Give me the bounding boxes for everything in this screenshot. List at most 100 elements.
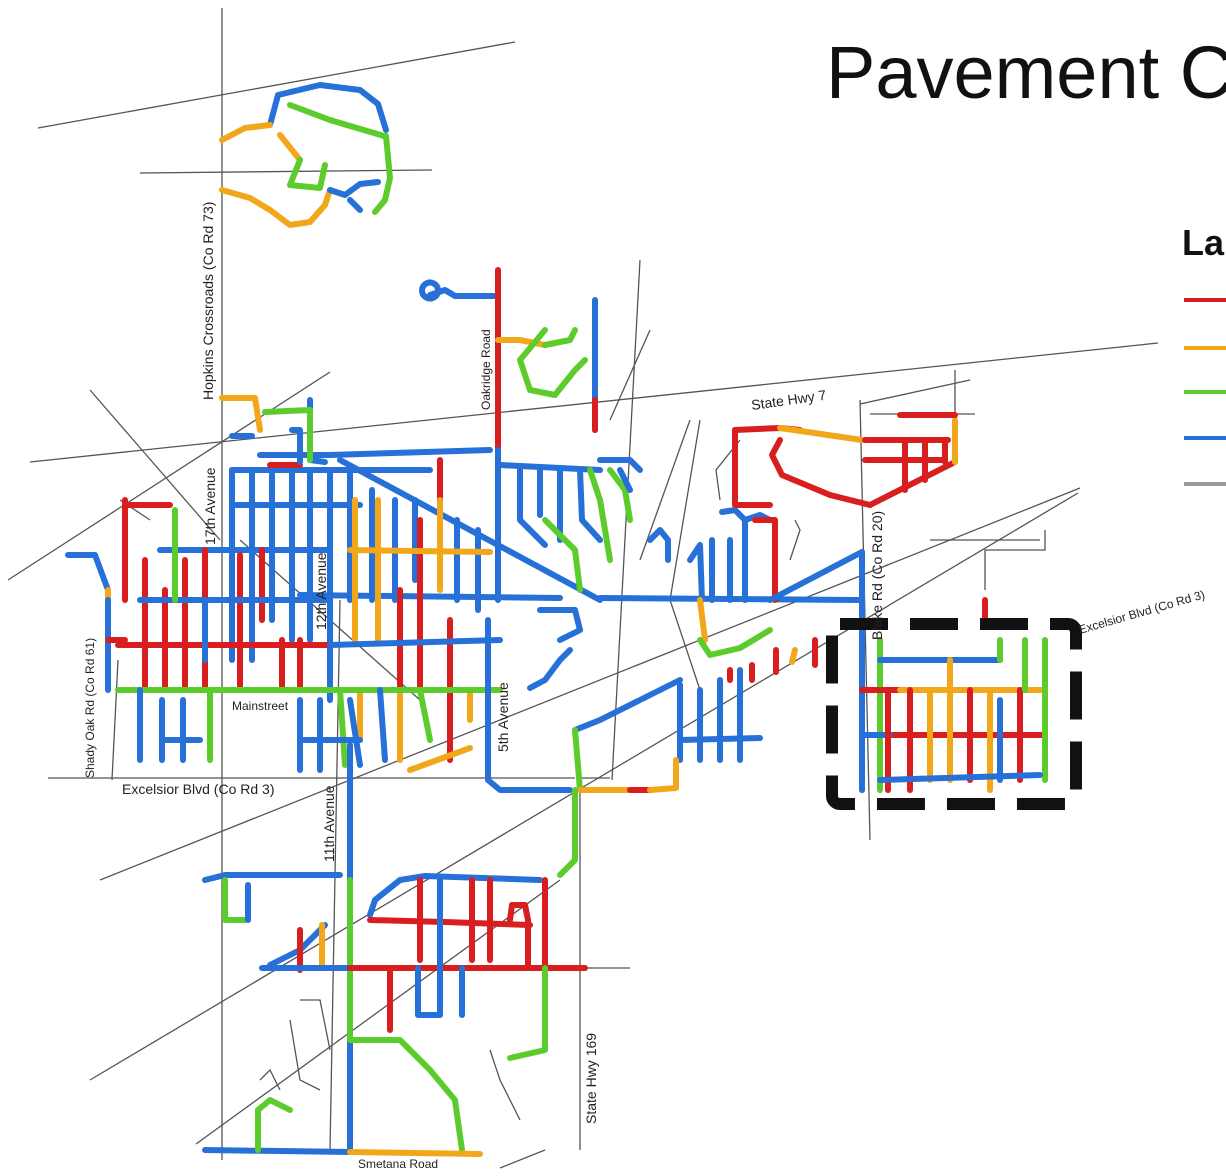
street-segment <box>347 697 363 768</box>
street-segment <box>327 179 381 198</box>
street-segment <box>577 467 603 543</box>
label-excelsior-blvd-left: Excelsior Blvd (Co Rd 3) <box>122 781 275 797</box>
street-segment <box>542 327 578 348</box>
street-segment <box>647 527 671 563</box>
street-segment <box>219 122 273 143</box>
legend-swatch-orange <box>1184 346 1226 350</box>
street-segment <box>572 677 683 733</box>
street-segment <box>647 757 679 793</box>
street-segment <box>222 877 248 923</box>
base-road-segment <box>609 329 651 421</box>
legend-swatch-blue <box>1184 436 1226 440</box>
street-segment <box>687 542 705 603</box>
street-segment <box>337 687 348 768</box>
base-road-segment <box>259 1068 281 1091</box>
street-segment <box>407 745 473 773</box>
label-shady-oak-road: Shady Oak Rd (Co Rd 61) <box>83 638 97 778</box>
street-segment <box>617 467 633 493</box>
street-segment <box>677 735 763 743</box>
base-road-segment <box>37 41 516 129</box>
street-segment <box>347 1149 483 1157</box>
base-road-segment <box>289 1019 321 1091</box>
street-segment <box>517 467 548 548</box>
street-segment <box>752 517 778 603</box>
street-segment <box>219 395 263 433</box>
label-5th-avenue: 5th Avenue <box>495 682 511 752</box>
base-road-segment <box>639 419 691 561</box>
highlight-area-box <box>826 618 1082 810</box>
street-segment <box>257 447 493 458</box>
street-segment <box>867 459 958 508</box>
label-mainstreet: Mainstreet <box>232 699 289 713</box>
street-segment <box>697 627 773 658</box>
street-segment <box>789 647 798 665</box>
base-road-segment <box>99 487 1081 881</box>
base-road-segment <box>89 492 1079 1081</box>
label-smetana-road: Smetana Road <box>358 1157 438 1171</box>
street-segment <box>507 965 548 1061</box>
base-road-segment <box>7 371 331 581</box>
street-segment <box>419 279 441 302</box>
label-state-hwy-169: State Hwy 169 <box>583 1033 599 1124</box>
street-segment <box>367 873 543 918</box>
legend-title: La <box>1182 222 1225 263</box>
street-segment <box>557 787 578 878</box>
street-segment <box>372 133 393 215</box>
street-segment <box>485 617 573 793</box>
street-segment <box>732 427 773 508</box>
street-segment <box>347 197 363 213</box>
street-segment <box>597 457 643 473</box>
street-segment <box>517 327 558 398</box>
street-segment <box>219 187 333 228</box>
street-segment <box>289 427 303 465</box>
street-segment <box>777 425 865 443</box>
street-segment <box>347 547 493 555</box>
street-segment <box>415 877 443 1018</box>
label-blake-road: Blake Rd (Co Rd 20) <box>869 511 885 640</box>
label-12th-avenue: 12th Avenue <box>313 552 329 630</box>
base-road-segment <box>139 169 433 174</box>
street-segment <box>287 157 303 188</box>
street-segment <box>527 647 573 691</box>
base-road-segment <box>984 530 1046 590</box>
page-title: Pavement C <box>826 31 1226 114</box>
base-road-segment <box>300 999 331 1051</box>
street-segment <box>697 597 708 643</box>
street-segment <box>202 1147 353 1155</box>
legend-swatch-gray <box>1184 482 1226 486</box>
street-segment <box>262 407 313 463</box>
label-state-hwy-7: State Hwy 7 <box>750 387 827 413</box>
street-segment <box>542 517 583 593</box>
base-road-segment <box>789 519 801 561</box>
legend-swatch-red <box>1184 298 1226 302</box>
street-segment <box>877 772 1043 783</box>
label-11th-avenue: 11th Avenue <box>321 785 337 862</box>
street-segment <box>377 687 388 763</box>
street-segment <box>327 637 503 648</box>
street-segment <box>367 917 533 928</box>
label-hopkins-crossroads: Hopkins Crossroads (Co Rd 73) <box>200 202 216 400</box>
street-segment <box>337 457 603 603</box>
label-excelsior-blvd-right: Excelsior Blvd (Co Rd 3) <box>1077 587 1207 636</box>
street-segment <box>65 552 111 593</box>
rated-street-segments <box>65 82 1048 1157</box>
street-segment <box>552 357 588 398</box>
street-segment <box>417 687 433 743</box>
base-road-segment <box>489 1049 521 1121</box>
street-segment <box>767 549 865 603</box>
base-road-segment <box>859 379 971 405</box>
legend-swatch-green <box>1184 390 1226 394</box>
street-segment <box>287 162 328 191</box>
street-segment <box>277 132 303 163</box>
label-17th-avenue: 17th Avenue <box>202 467 218 545</box>
street-segment <box>267 82 389 133</box>
street-segment <box>769 437 873 508</box>
street-segment <box>255 1097 293 1113</box>
street-segment <box>537 607 583 643</box>
street-segment <box>287 102 387 139</box>
base-road-segment <box>611 259 641 781</box>
street-segment <box>587 467 613 563</box>
label-oakridge-road: Oakridge Road <box>479 329 493 410</box>
street-segment <box>347 1037 465 1153</box>
base-road-segment <box>89 389 221 541</box>
